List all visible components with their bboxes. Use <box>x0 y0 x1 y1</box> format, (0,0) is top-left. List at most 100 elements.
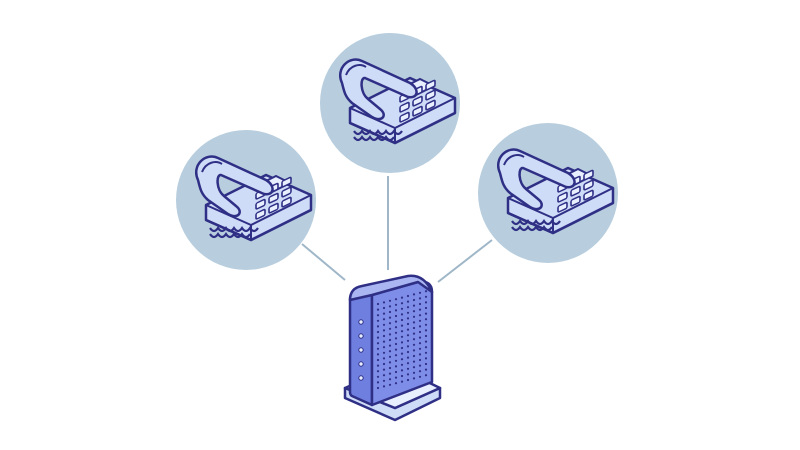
router-grill-dot <box>382 312 386 315</box>
router-grill-dot <box>412 310 416 313</box>
router-grill-dot <box>406 373 410 376</box>
router-grill-dot <box>382 306 386 310</box>
router-grill-dot <box>424 318 428 321</box>
router-grill-dot <box>412 343 416 346</box>
router-grill-dot <box>418 325 422 328</box>
router-grill-dot <box>406 378 410 382</box>
router-grill-dot <box>388 372 392 375</box>
connector-right <box>437 239 493 283</box>
router-grill-dot <box>412 332 416 335</box>
router-grill-dot <box>382 362 386 366</box>
router-grill-dot <box>400 369 404 372</box>
router-grill-dot <box>418 308 422 311</box>
router-grill-dot <box>388 361 392 364</box>
router-grill-dot <box>412 371 416 374</box>
router-grill-dot <box>388 327 392 330</box>
router-grill-dot <box>400 363 404 366</box>
router-grill-dot <box>376 308 380 311</box>
router-grill-dot <box>394 354 398 357</box>
router-grill-dot <box>376 319 380 322</box>
router-grill-dot <box>418 319 422 322</box>
router-grill-dot <box>376 325 380 328</box>
router-grill-dot <box>376 375 380 378</box>
router-grill-dot <box>406 356 410 359</box>
router-grill-dot <box>406 322 410 326</box>
phone-node-left <box>176 130 316 270</box>
router-grill-dot <box>394 303 398 306</box>
router-grill-dot <box>418 291 422 294</box>
router-grill-dot <box>400 330 404 333</box>
router-grill-dot <box>400 352 404 355</box>
router-grill-dot <box>424 334 428 338</box>
router-grill-dot <box>406 317 410 320</box>
router-grill-dot <box>388 305 392 308</box>
router-grill-dot <box>382 379 386 382</box>
phone-node-right <box>478 123 618 263</box>
router-grill-dot <box>412 354 416 358</box>
router-grill-dot <box>394 342 398 346</box>
router-grill-dot <box>400 374 404 378</box>
router-grill-dot <box>406 367 410 370</box>
router-grill-dot <box>382 374 386 377</box>
router-grill-dot <box>406 345 410 348</box>
router-grill-dot <box>376 353 380 356</box>
router-grill-dot <box>424 323 428 326</box>
router-grill-dot <box>388 310 392 314</box>
router-icon <box>343 274 442 422</box>
router-grill-dot <box>406 294 410 298</box>
router-grill-dot <box>400 296 404 299</box>
router-grill-dot <box>412 360 416 363</box>
router-grill-dot <box>412 338 416 341</box>
router-grill-dot <box>424 357 428 360</box>
router-grill-dot <box>424 340 428 343</box>
router-grill-dot <box>394 320 398 323</box>
router-grill-dot <box>406 306 410 309</box>
router-grill-dot <box>424 301 428 304</box>
router-grill-dot <box>400 302 404 305</box>
router-grill-dot <box>376 342 380 345</box>
router-grill-dot <box>400 324 404 327</box>
router-grill-dot <box>376 336 380 339</box>
router-grill-dot <box>382 334 386 338</box>
router-grill-dot <box>400 318 404 322</box>
router-grill-dot <box>406 328 410 331</box>
router-grill-dot <box>394 365 398 368</box>
router-grill-dot <box>424 368 428 371</box>
router-grill-dot <box>382 357 386 360</box>
router-grill-dot <box>412 349 416 352</box>
router-grill-dot <box>418 370 422 373</box>
router-grill-dot <box>406 362 410 365</box>
router-grill-dot <box>400 335 404 338</box>
router-grill-dot <box>394 348 398 351</box>
router-grill-dot <box>376 364 380 367</box>
router-grill-dot <box>424 329 428 332</box>
router-grill-dot <box>382 346 386 349</box>
router-grill-dot <box>412 366 416 369</box>
router-grill-dot <box>388 350 392 353</box>
router-grill-dot <box>418 358 422 362</box>
router-grill-dot <box>400 341 404 344</box>
router-grill-dot <box>412 321 416 324</box>
router-grill-dot <box>382 329 386 332</box>
router-grill-dot <box>406 339 410 342</box>
router-grill-dot <box>412 315 416 318</box>
router-node <box>343 274 442 422</box>
router-grill-dot <box>418 297 422 300</box>
router-grill-dot <box>412 298 416 302</box>
router-grill-dot <box>394 326 398 329</box>
router-grill-dot <box>388 338 392 342</box>
router-grill-dot <box>382 368 386 371</box>
router-grill-dot <box>424 312 428 315</box>
router-grill-dot <box>424 351 428 354</box>
router-grill-dot <box>376 302 380 306</box>
router-grill-dot <box>388 383 392 386</box>
router-grill-dot <box>394 382 398 385</box>
router-grill-dot <box>424 306 428 310</box>
router-grill-dot <box>394 359 398 362</box>
router-grill-dot <box>412 293 416 296</box>
router-grill-dot <box>376 330 380 334</box>
router-grill-dot <box>418 364 422 367</box>
router-grill-dot <box>424 374 428 377</box>
router-grill-dot <box>376 347 380 350</box>
router-grill-dot <box>400 380 404 383</box>
